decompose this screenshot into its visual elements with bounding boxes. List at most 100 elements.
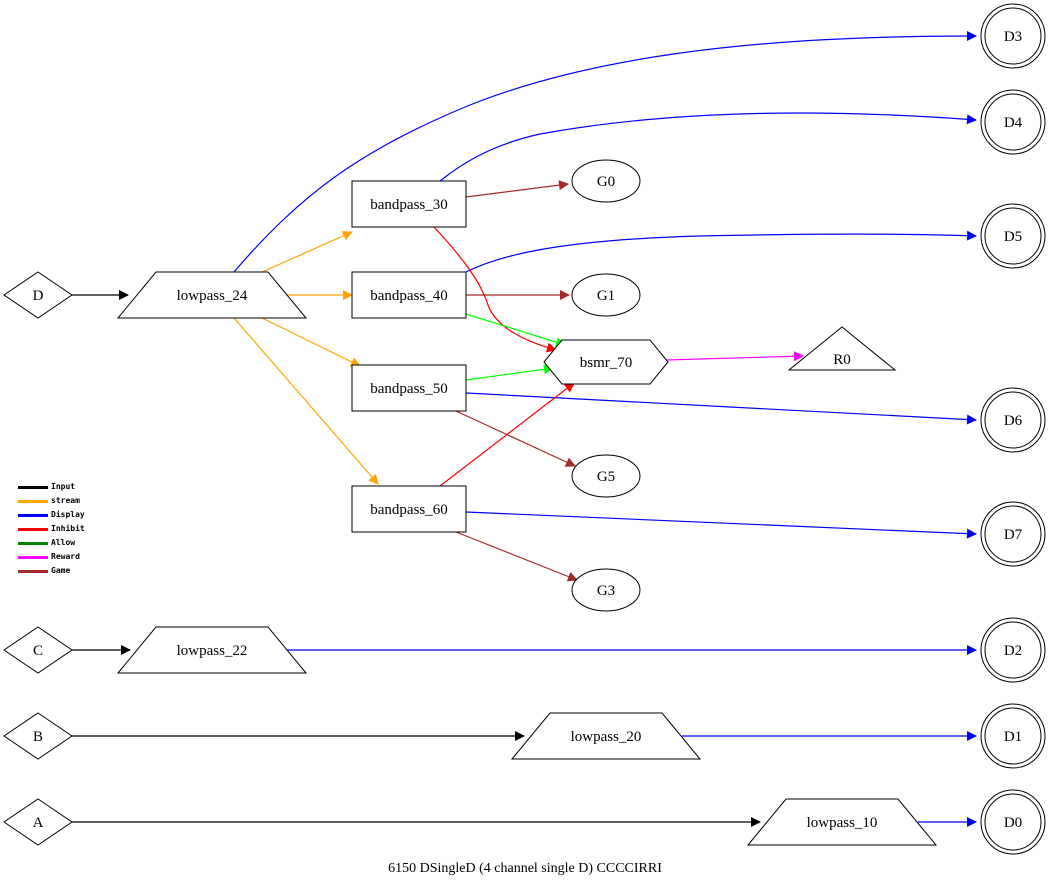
ellipse-shape [571,273,641,317]
node-label: bandpass_60 [370,502,448,518]
edge-bandpass-60-to-bsmr-70 [439,382,575,487]
node-label: D6 [1004,413,1023,429]
node-g0: G0 [571,159,641,203]
edge-bandpass-50-to-D6 [465,392,977,425]
diamond-shape [3,712,73,760]
inner-circle-shape [984,93,1042,151]
node-label: lowpass_20 [571,729,642,745]
legend-label: Allow [51,538,75,547]
legend-item-display: Display [18,509,85,519]
legend-label: stream [51,496,80,505]
node-d7: D7 [980,501,1046,567]
diamond-shape [3,626,73,674]
edge-bandpass-30-to-bsmr-70 [433,226,557,353]
inner-circle-shape [984,505,1042,563]
node-label: G5 [597,469,615,485]
legend-swatch [18,556,48,559]
ellipse-shape [571,454,641,498]
node-d0: D0 [980,789,1046,855]
node-g5: G5 [571,454,641,498]
edge-bandpass-50-to-bsmr-70 [465,364,554,381]
edge-bandpass-30-to-D4 [439,112,977,182]
hexagon-shape [543,339,669,385]
node-label: bsmr_70 [580,355,633,371]
trapezium-shape [510,712,702,760]
box-shape [351,180,467,228]
node-bandpass-30: bandpass_30 [351,180,467,228]
node-d3: D3 [980,3,1046,69]
trapezium-shape [116,271,308,319]
trapezium-shape [746,798,938,846]
node-label: D2 [1004,643,1022,659]
node-label: D4 [1004,115,1023,131]
legend-label: Display [51,509,85,519]
edge-bsmr-70-to-R0 [665,351,804,362]
legend-swatch [18,542,48,545]
legend-swatch [18,486,48,489]
edge-bandpass-60-to-G3 [455,531,578,582]
node-d4: D4 [980,89,1046,155]
legend-label: Inhibit [51,523,85,533]
node-d1: D1 [980,703,1046,769]
edge-bandpass-50-to-G5 [455,410,576,467]
legend-item-reward: Reward [18,552,80,561]
node-d6: D6 [980,387,1046,453]
node-label: R0 [833,352,851,368]
edge-bandpass-30-to-G0 [465,180,569,198]
legend-swatch [18,514,48,517]
node-label: D0 [1004,815,1022,831]
node-label: G0 [597,174,615,190]
node-label: D1 [1004,729,1022,745]
node-g3: G3 [571,568,641,612]
triangle-shape [787,326,897,371]
node-a: A [3,798,73,846]
node-bsmr-70: bsmr_70 [543,339,669,385]
inner-circle-shape [984,207,1042,265]
inner-circle-shape [984,7,1042,65]
node-label: A [33,815,44,831]
box-shape [351,271,467,319]
node-label: bandpass_50 [370,381,448,397]
ellipse-shape [571,159,641,203]
node-bandpass-50: bandpass_50 [351,364,467,412]
edge-bandpass-60-to-D7 [465,511,977,539]
edge-lowpass-24-to-bandpass-30 [261,231,353,273]
node-label: G3 [597,583,615,599]
node-d2: D2 [980,617,1046,683]
legend-item-game: Game [18,566,70,575]
node-c: C [3,626,73,674]
node-g1: G1 [571,273,641,317]
trapezium-shape [116,626,308,674]
ellipse-shape [571,568,641,612]
inner-circle-shape [984,707,1042,765]
inner-circle-shape [984,793,1042,851]
edge-bandpass-40-to-D5 [465,230,977,273]
legend-label: Reward [51,552,80,561]
edges-layer [72,31,977,827]
edge-lowpass-24-to-D3 [233,31,977,273]
node-label: lowpass_24 [177,288,248,304]
inner-circle-shape [984,391,1042,449]
legend-item-stream: stream [18,496,80,505]
legend-label: Input [51,482,75,491]
node-r0: R0 [787,326,897,371]
legend-item-input: Input [18,482,75,491]
node-label: D5 [1004,229,1022,245]
legend-item-allow: Allow [18,538,75,547]
node-lowpass-10: lowpass_10 [746,798,938,846]
legend-item-inhibit: Inhibit [18,523,85,533]
node-label: D3 [1004,29,1022,45]
legend-swatch [18,528,48,531]
node-label: C [33,643,43,659]
diamond-shape [3,798,73,846]
node-b: B [3,712,73,760]
diamond-shape [3,271,73,319]
edge-bandpass-40-to-bsmr-70 [465,313,566,348]
nodes-layer: DCBAlowpass_24lowpass_22lowpass_20lowpas… [3,3,1046,855]
node-d5: D5 [980,203,1046,269]
node-d: D [3,271,73,319]
box-shape [351,364,467,412]
node-lowpass-20: lowpass_20 [510,712,702,760]
edge-lowpass-24-to-bandpass-50 [261,317,361,367]
